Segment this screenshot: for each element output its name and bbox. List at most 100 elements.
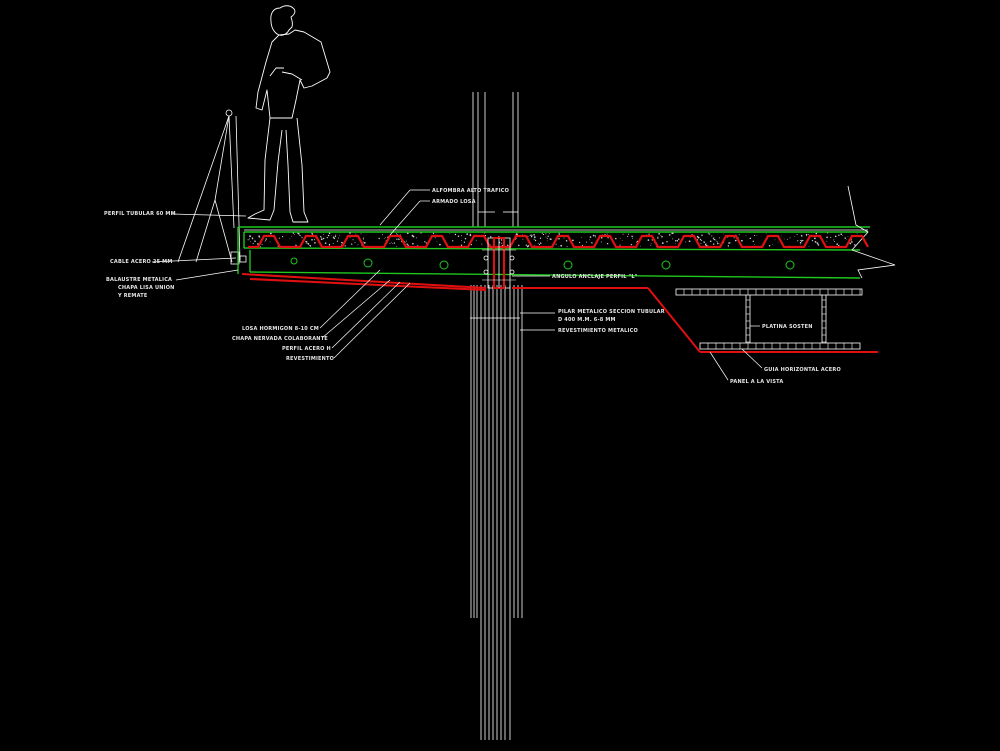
concrete-speck — [258, 235, 261, 238]
concrete-speck — [407, 244, 409, 247]
concrete-speck — [309, 245, 312, 247]
concrete-speck — [658, 232, 660, 235]
concrete-speck — [849, 242, 852, 245]
concrete-speck — [754, 244, 756, 246]
concrete-speck — [534, 239, 537, 242]
concrete-speck — [461, 239, 462, 241]
concrete-speck — [844, 237, 846, 239]
concrete-speck — [305, 241, 308, 243]
beam-holes — [290, 257, 795, 270]
concrete-speck — [826, 240, 828, 242]
concrete-speck — [291, 235, 292, 237]
concrete-speck — [712, 243, 715, 245]
concrete-speck — [415, 237, 417, 239]
concrete-speck — [699, 238, 702, 241]
concrete-speck — [711, 235, 713, 237]
concrete-speck — [666, 241, 668, 243]
concrete-speck — [838, 245, 840, 246]
concrete-speck — [630, 243, 633, 246]
concrete-speck — [292, 232, 295, 234]
concrete-speck — [331, 235, 332, 236]
label-perfil-acero: PERFIL ACERO H — [282, 346, 331, 352]
concrete-speck — [827, 232, 828, 234]
person-silhouette — [247, 5, 331, 223]
concrete-speck — [432, 232, 435, 235]
concrete-speck — [800, 234, 803, 237]
concrete-speck — [786, 239, 788, 241]
concrete-speck — [264, 241, 266, 242]
label-revestimiento: REVESTIMIENTO — [286, 356, 334, 362]
concrete-speck — [313, 239, 316, 241]
concrete-speck — [340, 241, 342, 243]
concrete-speck — [631, 235, 633, 238]
concrete-speck — [338, 237, 340, 239]
concrete-speck — [700, 239, 702, 242]
concrete-speck — [406, 243, 408, 246]
concrete-speck — [389, 242, 391, 244]
concrete-speck — [780, 235, 782, 237]
concrete-speck — [249, 235, 251, 238]
concrete-speck — [378, 237, 380, 240]
concrete-speck — [727, 245, 729, 247]
concrete-speck — [789, 237, 791, 239]
concrete-speck — [501, 242, 503, 244]
concrete-speck — [460, 244, 463, 247]
concrete-speck — [622, 233, 624, 235]
concrete-speck — [851, 241, 853, 243]
concrete-speck — [259, 237, 261, 239]
concrete-speck — [392, 243, 393, 244]
concrete-speck — [752, 240, 755, 243]
concrete-speck — [469, 234, 472, 237]
label-platina-sostien: PLATINA SOSTEN — [762, 324, 813, 330]
panel-ticks — [683, 289, 861, 349]
concrete-speck — [300, 235, 301, 237]
concrete-speck — [716, 241, 718, 243]
concrete-speck — [533, 234, 535, 236]
concrete-speck — [691, 233, 693, 235]
concrete-speck — [836, 243, 839, 246]
concrete-speck — [333, 237, 336, 240]
concrete-speck — [528, 244, 530, 246]
concrete-speck — [320, 238, 323, 241]
concrete-speck — [768, 244, 771, 247]
concrete-speck — [704, 243, 707, 246]
concrete-speck — [545, 236, 547, 238]
concrete-speck — [324, 242, 327, 245]
concrete-speck — [833, 238, 835, 240]
concrete-speck — [383, 238, 385, 239]
concrete-speck — [457, 235, 460, 237]
concrete-speck — [531, 234, 533, 236]
concrete-speck — [808, 233, 810, 235]
concrete-speck — [594, 235, 596, 237]
concrete-speck — [425, 242, 427, 244]
concrete-speck — [260, 246, 262, 248]
concrete-speck — [728, 242, 730, 244]
concrete-speck — [589, 239, 591, 241]
label-angulo-anclaje: ANGULO ANCLAJE PERFIL "L" — [552, 274, 638, 280]
concrete-speck — [834, 235, 837, 238]
concrete-speck — [326, 237, 328, 239]
concrete-speck — [542, 233, 545, 236]
concrete-speck — [328, 232, 331, 234]
concrete-speck — [657, 237, 659, 239]
concrete-speck — [334, 235, 337, 238]
concrete-speck — [279, 237, 281, 239]
concrete-speck — [794, 236, 796, 238]
concrete-speck — [397, 238, 399, 240]
concrete-speck — [344, 245, 346, 247]
concrete-speck — [327, 234, 330, 237]
concrete-speck — [816, 242, 819, 245]
label-revestimiento-metalico: REVESTIMIENTO METALICO — [558, 328, 638, 334]
concrete-speck — [672, 238, 674, 240]
concrete-speck — [581, 237, 583, 238]
concrete-speck — [533, 236, 536, 238]
concrete-speck — [589, 236, 592, 238]
concrete-speck — [707, 232, 709, 234]
concrete-speck — [454, 233, 457, 236]
concrete-speck — [322, 234, 324, 236]
concrete-speck — [842, 235, 843, 236]
concrete-speck — [289, 238, 291, 240]
concrete-speck — [252, 238, 254, 240]
concrete-speck — [709, 240, 712, 242]
concrete-speck — [688, 240, 691, 243]
